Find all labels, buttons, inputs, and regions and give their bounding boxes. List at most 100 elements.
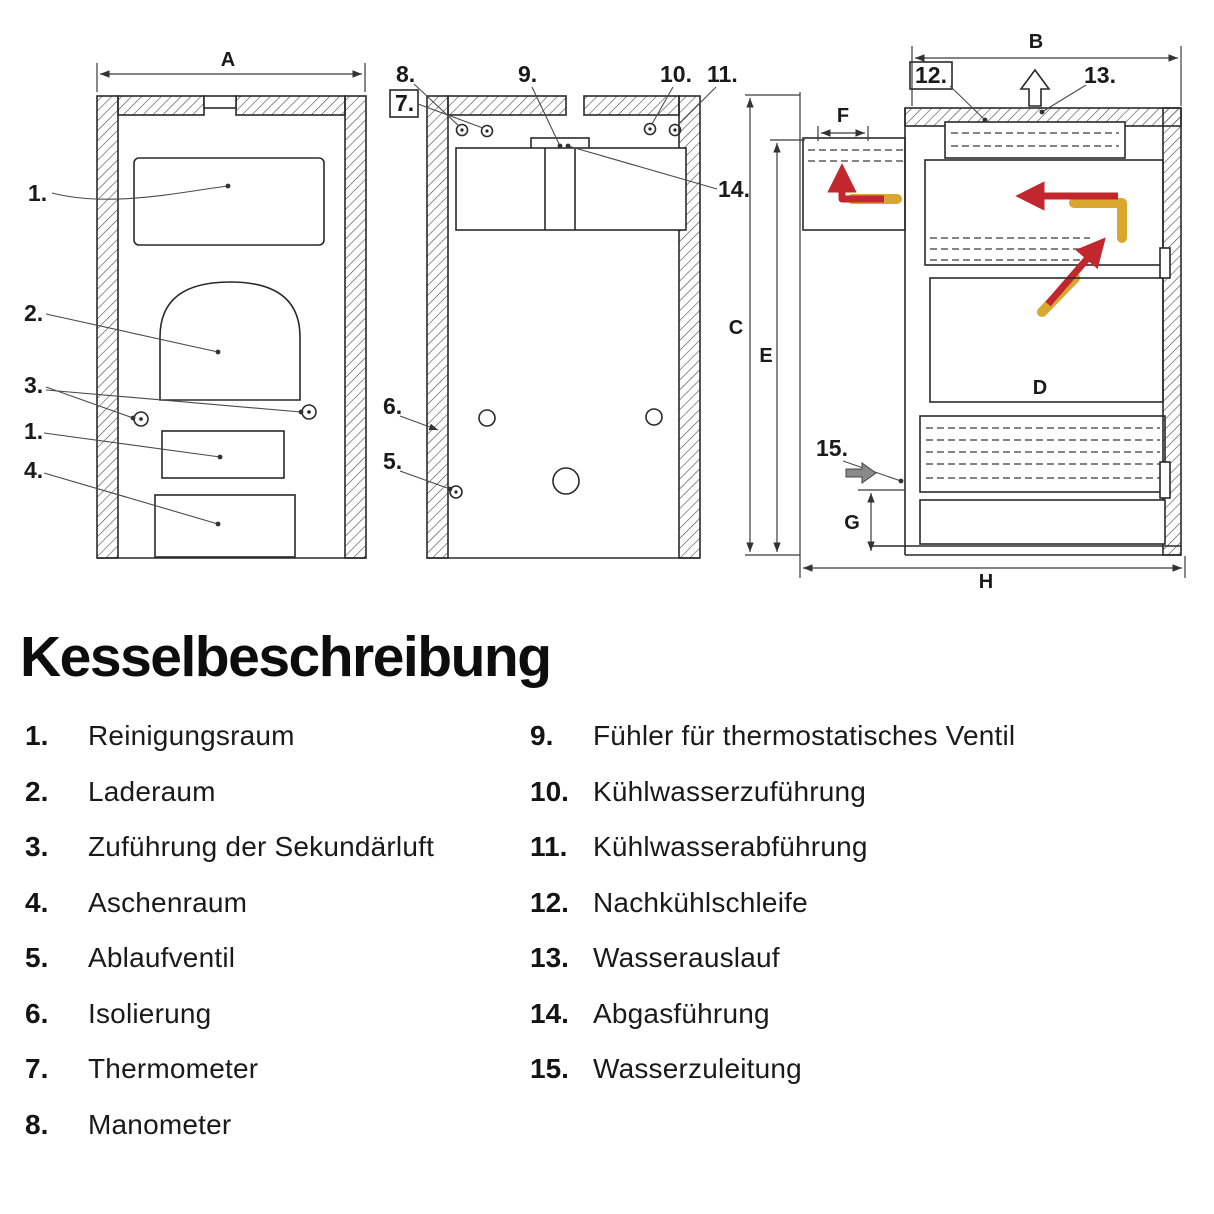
legend-item: 5. Ablaufventil bbox=[25, 942, 530, 998]
legend-item: 4. Aschenraum bbox=[25, 887, 530, 943]
dimension-c: C bbox=[729, 94, 800, 556]
dim-label-d: D bbox=[1033, 377, 1047, 399]
svg-text:4.: 4. bbox=[24, 457, 43, 483]
callout-14-flue: 14. bbox=[565, 143, 750, 202]
lower-cleaning-opening bbox=[161, 430, 285, 479]
pipe-elbow bbox=[1069, 198, 1127, 243]
dim-label-b: B bbox=[1029, 31, 1043, 53]
wall-top-left bbox=[447, 95, 567, 116]
legend-item-number: 6. bbox=[25, 997, 49, 1029]
legend-item: 11. Kühlwasserabführung bbox=[530, 831, 1210, 887]
door-hinge-lower bbox=[1159, 461, 1171, 499]
legend-item: 10.Kühlwasserzuführung bbox=[530, 776, 1210, 832]
manometer-port bbox=[455, 123, 469, 137]
dim-label-c: C bbox=[729, 317, 743, 339]
legend-column-right: 9. Fühler für thermostatisches Ventil 10.… bbox=[530, 720, 1210, 1164]
secondary-air-inlet-right bbox=[301, 404, 317, 420]
svg-text:11.: 11. bbox=[707, 61, 738, 87]
legend-item: 8.Manometer bbox=[25, 1109, 530, 1165]
dimension-h: H bbox=[799, 92, 1186, 593]
svg-text:10.: 10. bbox=[660, 61, 692, 87]
legend-item: 3.Zuführung der Sekundärluft bbox=[25, 831, 530, 887]
legend-item-number: 13. bbox=[530, 942, 569, 973]
legend-item-label: Kühlwasserabführung bbox=[593, 831, 868, 862]
legend-item-label: Thermometer bbox=[88, 1053, 259, 1084]
legend-item-label: Laderaum bbox=[88, 775, 216, 807]
svg-text:12.: 12. bbox=[915, 62, 947, 88]
wall-left bbox=[96, 95, 119, 559]
callout-2-loading-chamber: 2. bbox=[24, 300, 221, 355]
side-section-view: B bbox=[729, 31, 1186, 593]
legend-item-number: 9. bbox=[530, 720, 554, 751]
grate-section bbox=[919, 415, 1166, 493]
upper-chamber bbox=[455, 147, 687, 231]
legend-item-number: 1. bbox=[25, 720, 49, 751]
callout-6-insulation: 6. bbox=[383, 393, 439, 431]
callout-13-water-outlet: 13. bbox=[1039, 62, 1116, 115]
svg-text:2.: 2. bbox=[24, 300, 43, 326]
water-outlet-arrow-icon bbox=[1019, 68, 1051, 107]
ash-chamber bbox=[154, 494, 296, 558]
svg-text:8.: 8. bbox=[396, 61, 415, 87]
legend-item-number: 4. bbox=[25, 886, 49, 918]
legend-item-label: Ablaufventil bbox=[88, 942, 236, 973]
callout-9-sensor: 9. bbox=[518, 61, 563, 149]
door-hinge-upper bbox=[1159, 247, 1171, 279]
wall-top-right bbox=[583, 95, 680, 116]
dim-label-a: A bbox=[221, 49, 235, 71]
cooling-water-supply-port bbox=[643, 122, 657, 136]
air-opening-right bbox=[645, 408, 663, 426]
legend-item: 6.Isolierung bbox=[25, 998, 530, 1054]
cooling-water-return-port bbox=[668, 123, 682, 137]
wall-left bbox=[426, 95, 449, 559]
legend-item-label: Wasserzuleitung bbox=[593, 1053, 802, 1084]
legend-item-number: 5. bbox=[25, 942, 49, 973]
svg-text:14.: 14. bbox=[718, 176, 750, 202]
cleaning-chamber bbox=[133, 157, 325, 246]
hot-water-arrow-left bbox=[827, 163, 884, 203]
callout-11-cooling-return: 11. bbox=[677, 61, 738, 126]
legend-item: 1.Reinigungsraum bbox=[25, 720, 530, 776]
wall-top-right bbox=[235, 95, 346, 116]
ash-drawer bbox=[919, 499, 1166, 545]
heat-exchanger-chamber bbox=[924, 159, 1164, 266]
legend-item: 9. Fühler für thermostatisches Ventil bbox=[530, 720, 1210, 776]
legend-item-label: Fühler für thermostatisches Ventil bbox=[593, 720, 1016, 751]
wall-right bbox=[344, 95, 367, 559]
legend-item-number: 15. bbox=[530, 1053, 569, 1084]
front-view: A 1. 2. bbox=[24, 49, 367, 559]
legend-item-label: Abgasführung bbox=[593, 997, 770, 1029]
combustion-chamber: D bbox=[929, 277, 1164, 403]
svg-text:9.: 9. bbox=[518, 61, 537, 87]
legend-item: 14. Abgasführung bbox=[530, 998, 1210, 1054]
flow-arrows bbox=[827, 163, 1127, 317]
legend-item-label: Aschenraum bbox=[88, 886, 248, 918]
dim-label-f: F bbox=[837, 105, 849, 127]
top-opening bbox=[203, 95, 237, 109]
dimension-e: E bbox=[759, 139, 805, 552]
legend-item-label: Zuführung der Sekundärluft bbox=[88, 831, 435, 862]
secondary-air-inlet-left bbox=[133, 411, 149, 427]
legend-item: 2.Laderaum bbox=[25, 776, 530, 832]
legend-item: 13.Wasserauslauf bbox=[530, 942, 1210, 998]
legend-item-number: 7. bbox=[25, 1053, 49, 1084]
water-inlet-arrow-icon bbox=[845, 462, 877, 484]
legend-item: 15. Wasserzuleitung bbox=[530, 1053, 1210, 1109]
center-opening bbox=[552, 467, 580, 495]
thermometer-port bbox=[480, 124, 494, 138]
callout-7-thermometer: 7. bbox=[389, 89, 484, 129]
wall-top-left bbox=[117, 95, 205, 116]
svg-text:1.: 1. bbox=[28, 180, 47, 206]
dim-label-g: G bbox=[844, 512, 860, 534]
dim-label-e: E bbox=[759, 345, 772, 367]
legend-item-number: 12. bbox=[530, 886, 569, 918]
callout-15-water-inlet: 15. bbox=[816, 435, 904, 484]
dimension-a: A bbox=[96, 49, 366, 92]
legend-item-number: 14. bbox=[530, 997, 569, 1029]
after-cooling-loop bbox=[944, 121, 1126, 159]
legend-item-label: Manometer bbox=[88, 1108, 232, 1140]
legend-item-label: Nachkühlschleife bbox=[593, 886, 808, 918]
legend-item-number: 11. bbox=[530, 831, 568, 862]
dim-label-h: H bbox=[979, 571, 993, 593]
